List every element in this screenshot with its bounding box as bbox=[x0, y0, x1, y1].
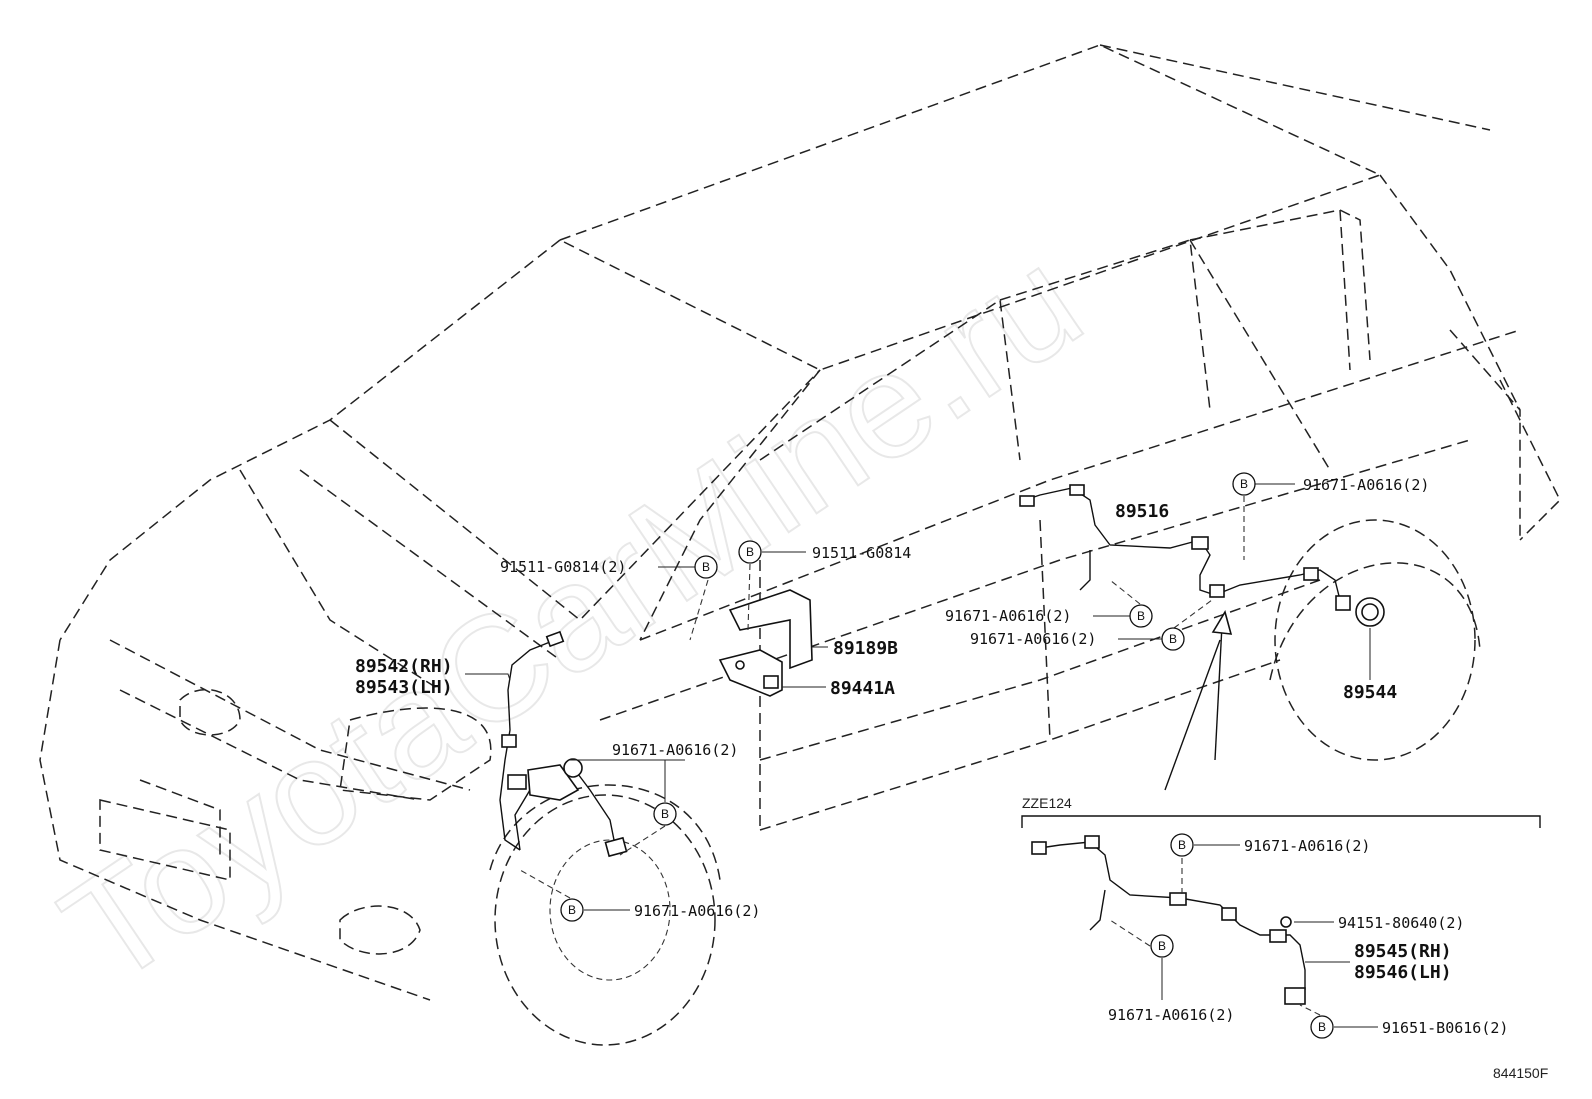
svg-text:B: B bbox=[1158, 939, 1166, 953]
zze124-inset: ZZE124 bbox=[1021, 795, 1541, 1005]
part-label-91671-a0616-zze2: 91671-A0616(2) bbox=[1108, 1006, 1234, 1024]
part-label-91671-a0616-front2: 91671-A0616(2) bbox=[634, 902, 760, 920]
part-label-91651-b0616: 91651-B0616(2) bbox=[1382, 1019, 1508, 1037]
part-label-91671-a0616-mid1: 91671-A0616(2) bbox=[945, 607, 1071, 625]
abs-actuator-bracket bbox=[718, 589, 813, 697]
bolt-symbol: B bbox=[694, 555, 718, 579]
drawing-code: 844150F bbox=[1493, 1065, 1548, 1081]
bolt-symbol: B bbox=[1232, 472, 1256, 496]
svg-text:B: B bbox=[1169, 632, 1177, 646]
svg-text:B: B bbox=[746, 545, 754, 559]
part-label-91671-a0616-top: 91671-A0616(2) bbox=[1303, 476, 1429, 494]
bolt-symbol: B bbox=[1129, 604, 1153, 628]
part-label-89543: 89543(LH) bbox=[355, 677, 453, 698]
bolt-symbol: B bbox=[560, 898, 584, 922]
variant-label: ZZE124 bbox=[1022, 795, 1072, 811]
svg-text:B: B bbox=[1240, 477, 1248, 491]
part-label-89545: 89545(RH) bbox=[1354, 941, 1452, 962]
svg-text:B: B bbox=[568, 903, 576, 917]
part-label-91671-a0616-front1: 91671-A0616(2) bbox=[612, 741, 738, 759]
part-label-89544: 89544 bbox=[1343, 682, 1397, 703]
part-label-91671-a0616-zze1: 91671-A0616(2) bbox=[1244, 837, 1370, 855]
part-label-94151-80640: 94151-80640(2) bbox=[1338, 914, 1464, 932]
svg-text:B: B bbox=[661, 807, 669, 821]
rear-bearing bbox=[1355, 597, 1385, 627]
bolt-symbol: B bbox=[1310, 1015, 1334, 1039]
bolt-symbol: B bbox=[738, 540, 762, 564]
part-label-91511-g0814-2: 91511-G0814(2) bbox=[500, 558, 626, 576]
svg-text:B: B bbox=[702, 560, 710, 574]
bolt-symbol: B bbox=[653, 802, 677, 826]
bolt-symbol: B bbox=[1161, 627, 1185, 651]
part-label-89189b: 89189B bbox=[833, 638, 898, 659]
part-label-89546: 89546(LH) bbox=[1354, 962, 1452, 983]
part-label-91671-a0616-mid2: 91671-A0616(2) bbox=[970, 630, 1096, 648]
part-label-89441a: 89441A bbox=[830, 678, 895, 699]
rear-sensor-wire bbox=[1019, 484, 1351, 611]
svg-text:B: B bbox=[1137, 609, 1145, 623]
front-sensor-wire bbox=[499, 630, 628, 858]
bolt-symbol: B bbox=[1170, 833, 1194, 857]
svg-text:B: B bbox=[1178, 838, 1186, 852]
bolt-symbol: B bbox=[1150, 934, 1174, 958]
svg-text:B: B bbox=[1318, 1020, 1326, 1034]
part-label-89542: 89542(RH) bbox=[355, 656, 453, 677]
inset-reference-arrows bbox=[1164, 609, 1233, 791]
part-label-89516: 89516 bbox=[1115, 501, 1169, 522]
part-label-91511-g0814: 91511-G0814 bbox=[812, 544, 911, 562]
leader-lines bbox=[465, 483, 1378, 1028]
